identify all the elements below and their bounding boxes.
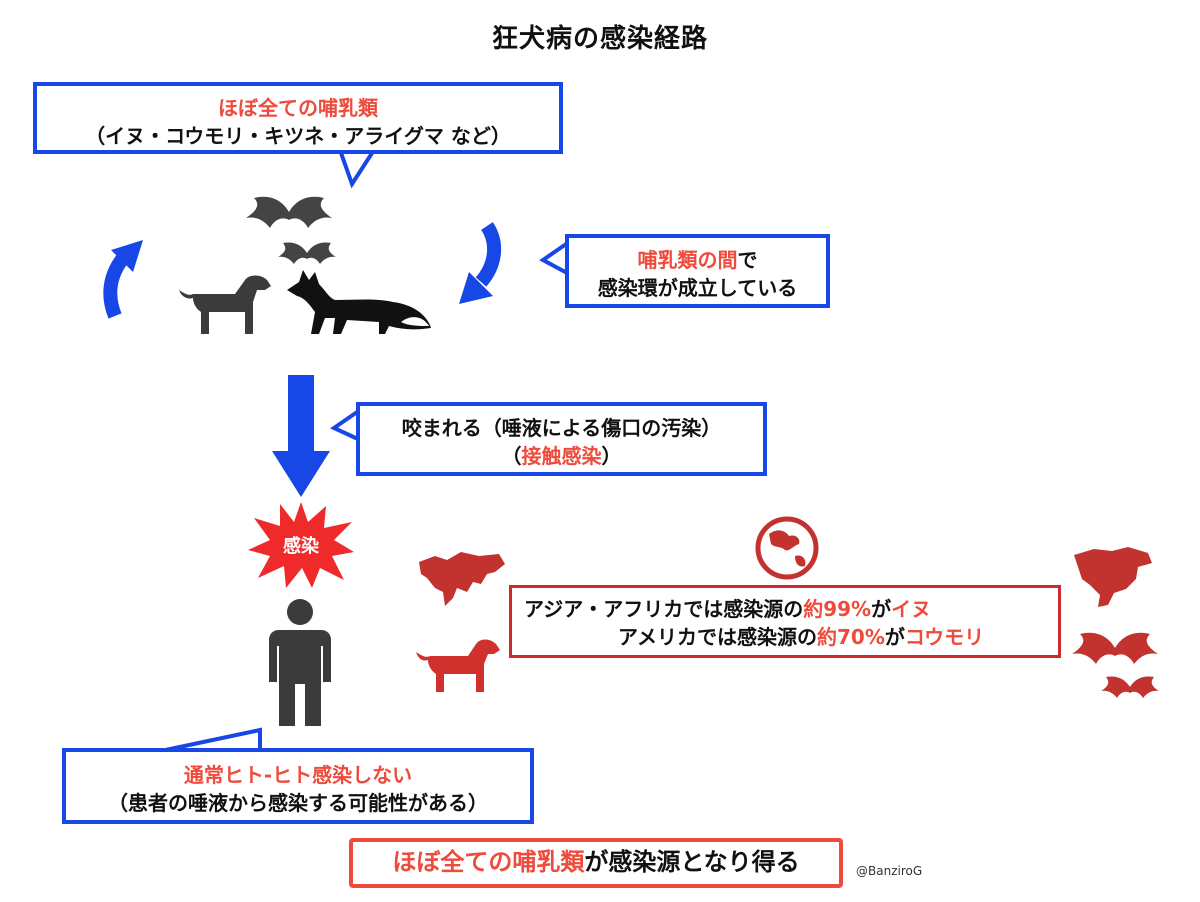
page-title: 狂犬病の感染経路 [491,24,708,54]
callout-hosts: ほぼ全ての哺乳類 （イヌ・コウモリ・キツネ・アライグマ など） [33,82,563,154]
callout-bite: 咬まれる（唾液による傷口の汚染） （接触感染） [356,402,767,476]
america-percentage: 約70% [817,625,885,649]
bite-contact-infection: 接触感染 [521,444,602,468]
burst-label: 感染 [283,536,319,557]
dog-icon [416,639,500,692]
bat-icon [1072,632,1158,664]
bite-paren-close: ） [601,444,622,468]
callout-cycle: 哺乳類の間で 感染環が成立している [565,234,830,308]
callout-hosts-tail [337,144,378,189]
hosts-emphasis: ほぼ全ての哺乳類 [218,96,378,120]
bat-icon [278,242,336,264]
bat-icon [246,196,332,228]
region-america: アメリカでは感染源の約70%がコウモリ [618,625,985,649]
cycle-suffix: で [737,248,758,272]
fox-icon [287,270,431,334]
cycle-text: 感染環が成立している [597,276,798,300]
asia-percentage: 約99% [803,597,872,621]
map-asia-icon [419,552,505,606]
conclusion-box: ほぼ全ての哺乳類が感染源となり得る [349,838,843,888]
human-emphasis: 通常ヒト-ヒト感染しない [183,763,413,787]
cycle-arrow-icon [103,240,143,319]
conclusion-text: が感染源となり得る [584,848,800,876]
globe-icon [755,516,819,580]
cycle-arrow-icon [459,222,502,304]
asia-source-dog: イヌ [891,597,932,621]
person-icon [269,599,331,726]
dog-icon [179,275,271,334]
human-note: （患者の唾液から感染する可能性がある） [108,791,488,815]
map-america-icon [1074,547,1152,607]
down-arrow-icon [272,375,330,497]
bite-text: 咬まれる（唾液による傷口の汚染） [401,416,722,440]
cycle-emphasis: 哺乳類の間 [637,248,738,272]
region-source-box: アジア・アフリカでは感染源の約99%がイヌ アメリカでは感染源の約70%がコウモ… [509,585,1061,658]
conclusion-emphasis: ほぼ全ての哺乳類 [392,848,585,876]
region-asia-africa: アジア・アフリカでは感染源の約99%がイヌ [524,597,932,621]
burst-icon [248,502,354,588]
author-credit: @BanziroG [856,864,923,878]
bite-paren-open: （ [501,444,522,468]
bat-icon [1101,676,1159,698]
america-source-bat: コウモリ [904,625,985,649]
callout-human: 通常ヒト-ヒト感染しない （患者の唾液から感染する可能性がある） [62,748,534,824]
hosts-examples: （イヌ・コウモリ・キツネ・アライグマ など） [85,124,511,148]
